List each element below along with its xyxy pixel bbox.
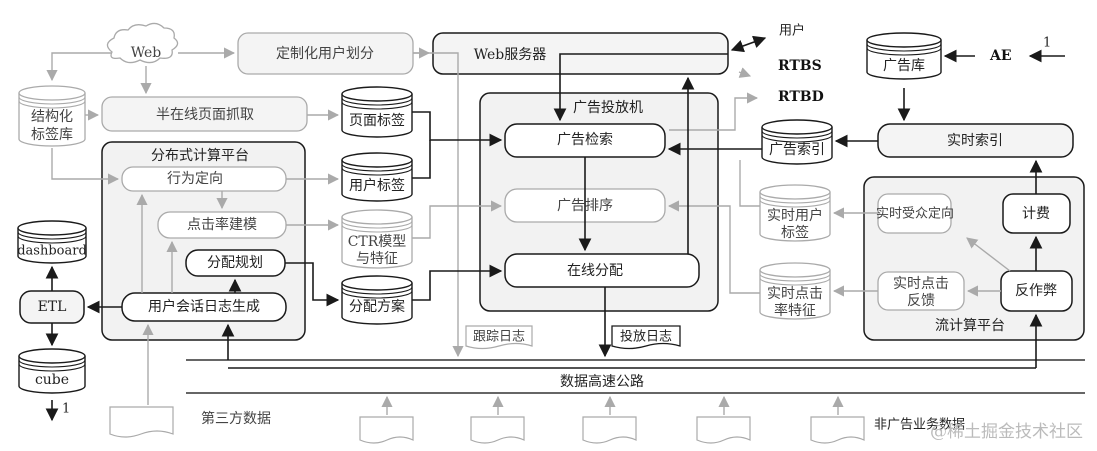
ctr-modeling-label: 点击率建模 (187, 216, 257, 233)
user-tags-label: 用户标签 (349, 177, 405, 194)
black-connectors (45, 35, 1065, 422)
realtime-index-label: 实时索引 (947, 132, 1003, 149)
user-tags-db: 用户标签 (341, 152, 413, 202)
data-highway-label: 数据高速公路 (560, 373, 644, 390)
delivery-log-label: 投放日志 (620, 329, 672, 345)
tracking-log-doc: 跟踪日志 (465, 325, 533, 350)
realtime-audience-targeting-label: 实时受众定向 (876, 206, 954, 222)
allocation-planning-label: 分配规划 (207, 255, 263, 271)
realtime-ctr-features-line1: 实时点击 (767, 286, 823, 302)
anti-fraud-label: 反作弊 (1015, 283, 1057, 299)
cube-connector-number: 1 (62, 402, 70, 417)
ctr-model-db: CTR模型 与特征 (341, 209, 413, 269)
page-tags-db: 页面标签 (341, 86, 413, 138)
watermark: @稀土掘金技术社区 (930, 422, 1083, 442)
realtime-user-tags-line1: 实时用户 (767, 207, 823, 224)
realtime-click-feedback-line1: 实时点击 (893, 276, 949, 292)
non-ad-business-data-label: 非广告业务数据 (874, 417, 965, 433)
structured-tag-db: 结构化 标签库 (18, 85, 86, 147)
rtbd-label: RTBD (778, 89, 824, 105)
session-log-generation-label: 用户会话日志生成 (148, 298, 260, 315)
non-ad-data-doc-1 (359, 416, 414, 444)
ad-db-label: 广告库 (883, 58, 925, 74)
etl-label: ETL (38, 299, 67, 315)
web-server-label: Web服务器 (474, 47, 547, 63)
non-ad-data-doc-5 (810, 416, 865, 444)
ctr-model-line1: CTR模型 (348, 234, 407, 250)
realtime-ctr-features-db: 实时点击 率特征 (759, 262, 831, 320)
structured-tag-db-line1: 结构化 (31, 109, 73, 125)
realtime-user-tags-line2: 标签 (781, 224, 809, 241)
dashboard-label: dashboard (17, 244, 87, 259)
third-party-data-doc (109, 406, 174, 438)
third-party-data-label: 第三方数据 (201, 410, 271, 427)
non-ad-data-doc-3 (582, 416, 637, 444)
user-label: 用户 (779, 23, 805, 39)
realtime-ctr-features-line2: 率特征 (774, 302, 816, 319)
allocation-plan-label: 分配方案 (349, 298, 405, 315)
rtbs-label: RTBS (778, 58, 822, 74)
behavior-targeting-label: 行为定向 (167, 171, 223, 187)
web-cloud-label: Web (131, 45, 162, 61)
cube-label: cube (35, 372, 69, 388)
ad-db: 广告库 (866, 32, 942, 80)
dashboard-db: dashboard (17, 220, 87, 264)
custom-user-partition-label: 定制化用户划分 (276, 45, 374, 62)
online-allocation-label: 在线分配 (567, 263, 623, 279)
realtime-user-tags-db: 实时用户 标签 (759, 184, 831, 242)
ae-label: AE (989, 48, 1012, 64)
ae-connector-number: 1 (1043, 36, 1051, 51)
ctr-model-line2: 与特征 (356, 251, 398, 267)
delivery-log-doc: 投放日志 (611, 325, 681, 350)
structured-tag-db-line2: 标签库 (31, 126, 73, 143)
semi-online-crawl-box (101, 96, 308, 132)
web-cloud: Web (106, 22, 179, 64)
allocation-plan-db: 分配方案 (341, 275, 413, 325)
billing-label: 计费 (1022, 206, 1050, 222)
cube-db: cube (18, 348, 86, 394)
ad-server-title: 广告投放机 (573, 100, 643, 116)
page-tags-label: 页面标签 (349, 112, 405, 129)
stream-platform-title: 流计算平台 (935, 318, 1005, 334)
non-ad-data-doc-2 (470, 416, 525, 444)
ad-retrieval-label: 广告检索 (557, 131, 613, 148)
realtime-click-feedback-line2: 反馈 (907, 293, 935, 309)
distributed-platform-title: 分布式计算平台 (151, 148, 249, 164)
tracking-log-label: 跟踪日志 (473, 330, 525, 345)
ad-index-db: 广告索引 (761, 119, 833, 165)
gray-connectors (46, 47, 1011, 415)
non-ad-data-doc-4 (696, 416, 751, 444)
semi-online-crawl-label: 半在线页面抓取 (156, 107, 254, 123)
ad-index-label: 广告索引 (769, 141, 825, 158)
online-allocation-box[interactable] (504, 253, 700, 288)
